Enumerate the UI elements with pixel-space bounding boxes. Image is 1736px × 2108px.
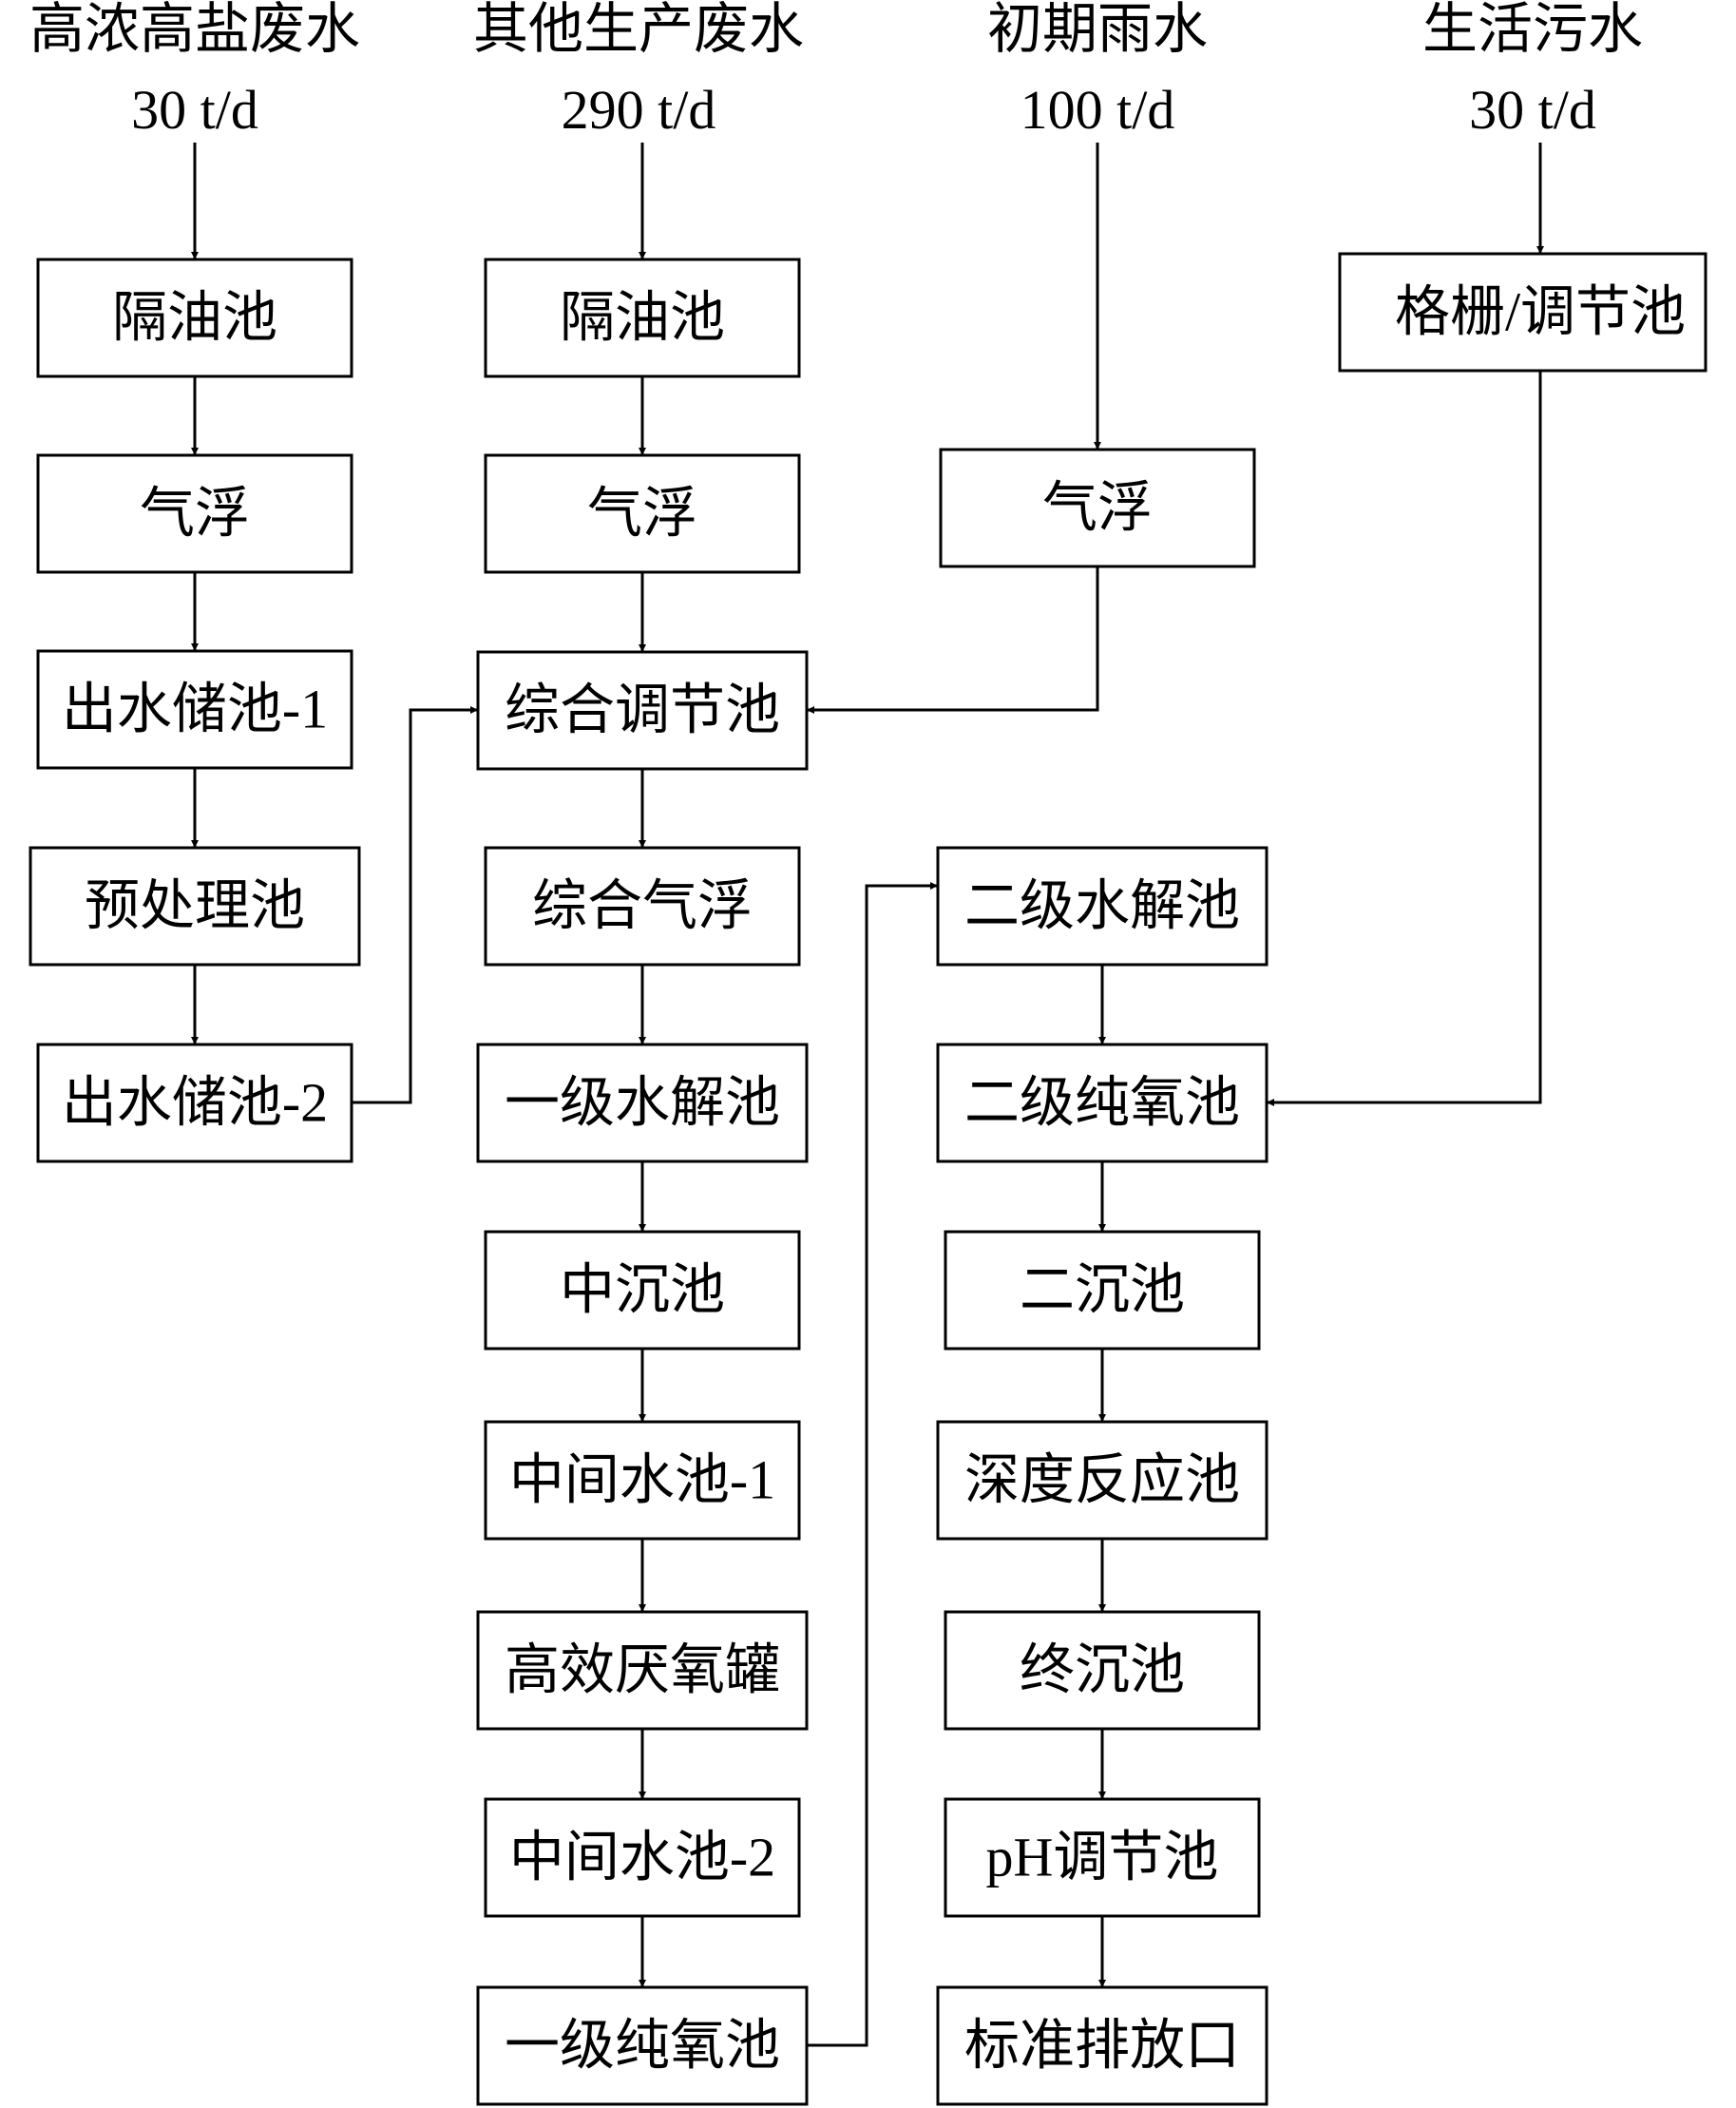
box-col3-discharge-outlet: 标准排放口 <box>936 1985 1269 2106</box>
box-col4-screen-equalization: 格栅/调节池 <box>1338 252 1707 373</box>
box-label: pH调节池 <box>986 1827 1219 1888</box>
box-col2-combined-flotation: 综合气浮 <box>484 846 801 967</box>
box-label: 标准排放口 <box>964 2015 1240 2077</box>
box-label: 综合气浮 <box>532 875 753 937</box>
box-label: 气浮 <box>1042 477 1153 539</box>
box-label: 二级水解池 <box>964 875 1240 937</box>
box-label: 二级纯氧池 <box>964 1072 1240 1134</box>
box-label: 深度反应池 <box>964 1449 1240 1511</box>
source-rainwater: 初期雨水 100 t/d <box>987 0 1208 141</box>
box-col3-oxygen-tank-2: 二级纯氧池 <box>936 1043 1269 1163</box>
box-col1-oil-separator: 隔油池 <box>36 258 353 378</box>
box-label: 出水储池-1 <box>62 679 328 740</box>
box-label: 中间水池-1 <box>509 1449 775 1511</box>
box-col2-hydrolysis-1: 一级水解池 <box>476 1043 809 1163</box>
source-name: 高浓高盐废水 <box>29 0 360 60</box>
box-col2-intermediate-pool-2: 中间水池-2 <box>484 1797 801 1918</box>
box-col1-flotation: 气浮 <box>36 453 353 574</box>
box-col3-hydrolysis-2: 二级水解池 <box>936 846 1269 967</box>
box-label: 终沉池 <box>1020 1639 1185 1701</box>
source-flow: 290 t/d <box>562 79 716 141</box>
box-col2-oxygen-tank-1: 一级纯氧池 <box>476 1985 809 2106</box>
box-label: 出水储池-2 <box>62 1072 328 1134</box>
box-col1-pretreatment: 预处理池 <box>29 846 361 967</box>
box-col1-storage-2: 出水储池-2 <box>36 1043 353 1163</box>
source-domestic-sewage: 生活污水 30 t/d <box>1422 0 1643 141</box>
box-col2-intermediate-pool-1: 中间水池-1 <box>484 1420 801 1541</box>
box-label: 综合调节池 <box>505 680 780 741</box>
box-label: 一级水解池 <box>505 1072 780 1134</box>
box-col2-flotation: 气浮 <box>484 453 801 574</box>
box-col1-storage-1: 出水储池-1 <box>36 649 353 770</box>
source-flow: 30 t/d <box>131 79 258 141</box>
connector-arrow <box>1267 371 1542 1106</box>
source-flow: 30 t/d <box>1469 79 1596 141</box>
box-label: 中沉池 <box>560 1259 725 1321</box>
box-label: 隔油池 <box>560 287 725 349</box>
box-col3-flotation: 气浮 <box>939 448 1256 568</box>
box-col2-anaerobic-reactor: 高效厌氧罐 <box>476 1610 809 1731</box>
box-label: 中间水池-2 <box>509 1827 775 1888</box>
box-label: 气浮 <box>587 483 697 545</box>
box-label: 预处理池 <box>85 875 305 937</box>
box-col3-advanced-reactor: 深度反应池 <box>936 1420 1269 1541</box>
connector-arrow <box>352 706 478 1104</box>
connector-arrow <box>807 882 938 2047</box>
box-col3-secondary-settler: 二沉池 <box>944 1230 1261 1351</box>
box-label: 隔油池 <box>112 287 277 349</box>
box-label: 格栅/调节池 <box>1395 281 1686 343</box>
source-name: 初期雨水 <box>987 0 1208 60</box>
box-label: 一级纯氧池 <box>505 2015 780 2077</box>
source-name: 生活污水 <box>1422 0 1643 60</box>
box-label: 二沉池 <box>1020 1259 1185 1321</box>
source-other-production: 其他生产废水 290 t/d <box>473 0 804 141</box>
box-label: 高效厌氧罐 <box>505 1639 780 1701</box>
box-col2-intermediate-settler: 中沉池 <box>484 1230 801 1351</box>
box-col3-final-settler: 终沉池 <box>944 1610 1261 1731</box>
source-name: 其他生产废水 <box>473 0 804 60</box>
box-col3-ph-adjustment: pH调节池 <box>944 1797 1261 1918</box>
connector-arrow <box>807 566 1099 714</box>
box-col2-oil-separator: 隔油池 <box>484 258 801 378</box>
source-flow: 100 t/d <box>1021 79 1175 141</box>
box-label: 气浮 <box>140 483 250 545</box>
box-col2-equalization-tank: 综合调节池 <box>476 650 809 771</box>
source-high-salt: 高浓高盐废水 30 t/d <box>29 0 360 141</box>
